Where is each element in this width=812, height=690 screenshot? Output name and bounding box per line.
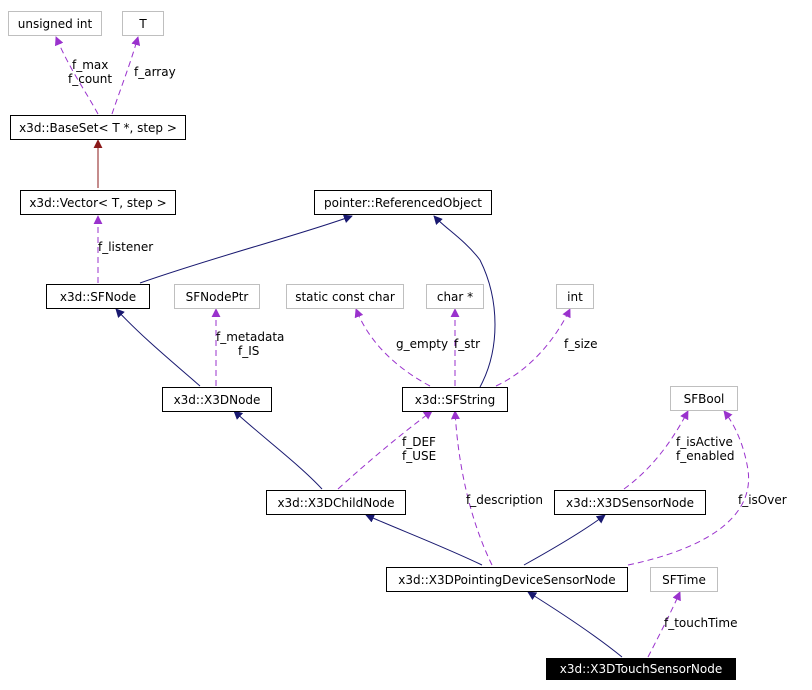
label-f-def: f_DEF [402, 435, 436, 449]
node-unsigned-int[interactable]: unsigned int [8, 11, 102, 36]
label-f-description: f_description [466, 493, 543, 507]
node-int[interactable]: int [556, 284, 594, 309]
edge-sfstring-refobj [433, 215, 496, 388]
node-sftime[interactable]: SFTime [650, 567, 718, 592]
edge-usage-f-isover [627, 410, 750, 566]
edge-usage-f-isactive-enabled [623, 410, 689, 490]
label-f-isover: f_isOver [738, 493, 787, 507]
label-f-count: f_count [68, 72, 113, 86]
label-f-array: f_array [134, 65, 176, 79]
edge-touch-pointing [527, 591, 623, 658]
edge-usage-f-touchtime [647, 591, 681, 658]
node-t[interactable]: T [122, 11, 164, 36]
label-f-str: f_str [454, 337, 481, 351]
label-f-size: f_size [564, 337, 598, 351]
node-x3dsensornode[interactable]: x3d::X3DSensorNode [554, 490, 706, 515]
label-f-isactive: f_isActive [676, 435, 733, 449]
edge-usage-f-max-count [55, 36, 99, 115]
label-f-enabled: f_enabled [676, 449, 735, 463]
label-f-is: f_IS [238, 344, 260, 358]
node-sfstring[interactable]: x3d::SFString [402, 387, 508, 412]
node-sfnodeptr[interactable]: SFNodePtr [174, 284, 260, 309]
node-x3dtouchsensornode: x3d::X3DTouchSensorNode [546, 658, 736, 680]
node-x3dnode[interactable]: x3d::X3DNode [162, 387, 272, 412]
edge-sfnode-refobj [139, 214, 353, 284]
edge-usage-f-array [111, 36, 141, 115]
edge-childnode-x3dnode [233, 410, 323, 490]
node-static-const-char[interactable]: static const char [286, 284, 404, 309]
label-f-metadata: f_metadata [216, 330, 285, 344]
node-x3dchildnode[interactable]: x3d::X3DChildNode [266, 490, 406, 515]
edge-x3dnode-sfnode [115, 308, 201, 387]
edge-usage-g-empty [354, 308, 431, 387]
node-char-ptr[interactable]: char * [426, 284, 484, 309]
edge-pointing-sensornode [523, 514, 606, 566]
node-referenced-object[interactable]: pointer::ReferencedObject [314, 190, 492, 215]
node-sfnode[interactable]: x3d::SFNode [46, 284, 150, 309]
label-f-listener: f_listener [98, 240, 154, 254]
label-f-touchtime: f_touchTime [664, 616, 738, 630]
edge-usage-f-size [495, 308, 571, 387]
node-x3dpointingdevicesensornode[interactable]: x3d::X3DPointingDeviceSensorNode [386, 567, 628, 592]
edge-usage-f-def-use [337, 410, 433, 490]
node-vector[interactable]: x3d::Vector< T, step > [20, 190, 176, 215]
node-baseset[interactable]: x3d::BaseSet< T *, step > [10, 115, 186, 140]
label-f-max: f_max [72, 58, 109, 72]
edge-pointing-childnode [365, 514, 483, 566]
node-sfbool[interactable]: SFBool [670, 386, 738, 411]
label-f-use: f_USE [402, 449, 437, 463]
edge-usage-f-description [450, 410, 493, 566]
label-g-empty: g_empty [396, 337, 449, 351]
